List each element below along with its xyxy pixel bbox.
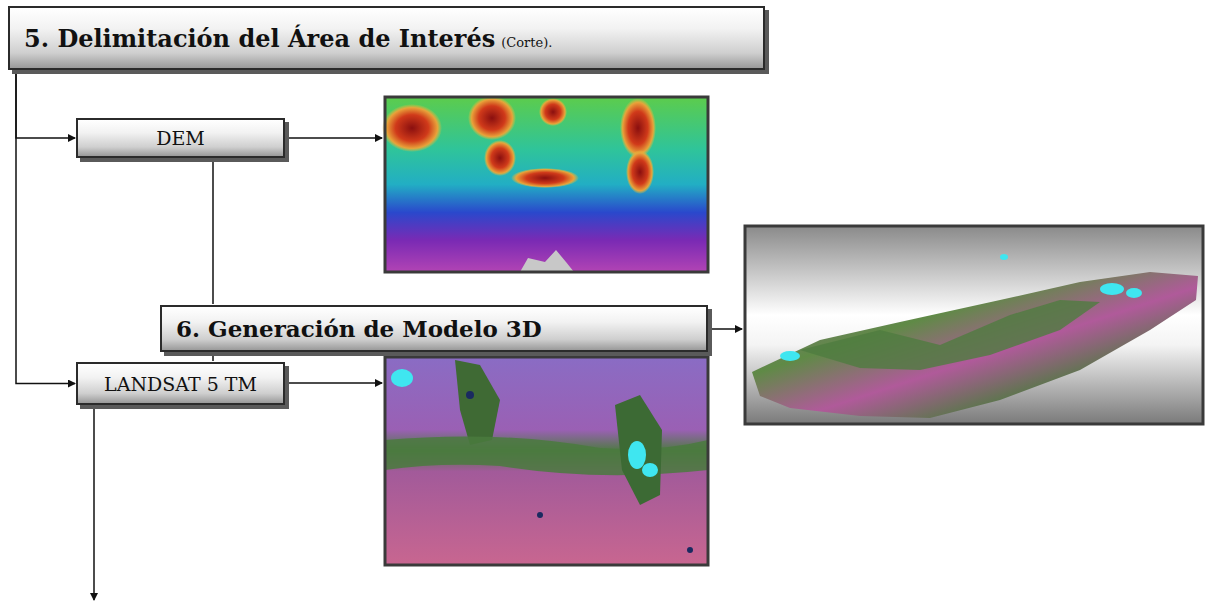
- model-3d-image: [745, 226, 1203, 424]
- image-frame: [745, 226, 1203, 424]
- dem-peak: [626, 150, 654, 194]
- box-label: DEM: [156, 127, 205, 149]
- process-box: LANDSAT 5 TM: [76, 362, 285, 405]
- box-label: LANDSAT 5 TM: [104, 373, 257, 395]
- pointer-arrow: [710, 328, 742, 330]
- dem-peak: [620, 98, 656, 158]
- box-label: 6. Generación de Modelo 3D: [176, 315, 542, 342]
- landsat-water: [466, 391, 474, 399]
- landsat-cloud: [642, 463, 658, 477]
- flow-connector: [212, 160, 214, 304]
- continuation-arrow: [93, 407, 95, 600]
- terrain-cloud: [780, 351, 800, 361]
- landsat-water: [537, 512, 543, 518]
- text-group: 5. Delimitación del Área de Interés (Cort…: [24, 24, 552, 53]
- flow-connector: [16, 72, 75, 138]
- image-frame: [385, 357, 708, 565]
- box-label: 5. Delimitación del Área de Interés: [24, 24, 495, 53]
- landsat-forest: [455, 360, 500, 445]
- box-note: (Corte).: [501, 35, 552, 50]
- dem-peak: [468, 96, 516, 140]
- terrain-forest: [800, 300, 1100, 370]
- step-heading-box: 5. Delimitación del Área de Interés (Cort…: [8, 6, 765, 70]
- step-heading-box: 6. Generación de Modelo 3D: [160, 305, 708, 352]
- text-group: DEM: [156, 127, 205, 149]
- landsat-cloud: [391, 369, 413, 387]
- flow-connector: [212, 354, 214, 361]
- dem-peak: [484, 140, 516, 176]
- image-frame: [385, 97, 708, 272]
- pointer-arrow: [287, 137, 382, 139]
- dem-peak: [382, 104, 442, 152]
- terrain-cloud: [1100, 283, 1124, 295]
- terrain-cloud: [1126, 288, 1142, 298]
- landsat-water: [687, 547, 693, 553]
- pointer-arrow: [287, 382, 382, 384]
- process-box: DEM: [76, 118, 285, 158]
- text-group: LANDSAT 5 TM: [104, 373, 257, 395]
- landsat-forest: [615, 395, 662, 505]
- landsat-cloud: [628, 441, 646, 469]
- flow-connector: [16, 72, 75, 384]
- dem-image: [382, 96, 708, 272]
- text-group: 6. Generación de Modelo 3D: [176, 315, 542, 342]
- landsat-ground: [385, 357, 708, 565]
- landsat-image: [385, 357, 708, 565]
- dem-peak: [539, 98, 567, 126]
- terrain-cloud: [1000, 254, 1008, 260]
- terrain-surface: [752, 272, 1198, 418]
- dem-peak: [511, 168, 579, 188]
- dem-void: [520, 250, 574, 272]
